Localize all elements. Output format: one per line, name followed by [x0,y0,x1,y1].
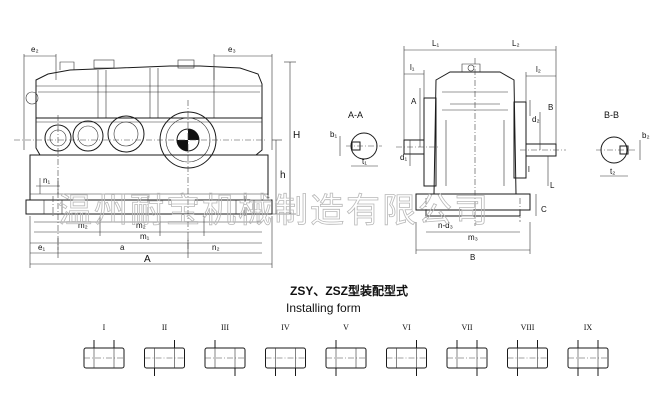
dim-e3: e₃ [228,45,236,54]
installing-form-label: VII [461,323,472,332]
installing-form-3: III [204,323,246,376]
installing-form-label: V [343,323,349,332]
dim-B-bottom: B [470,253,475,262]
dim-B-right: B [548,103,553,112]
dim-m2-left: m₂ [78,221,88,230]
front-view [14,54,273,250]
section-aa-title: A-A [348,110,363,120]
dim-m2-right: m₂ [136,221,146,230]
dim-e1: e₁ [38,243,45,252]
dim-l1: l₁ [410,63,415,72]
section-bb-title: B-B [604,110,619,120]
dim-h: h [280,170,286,181]
dim-A-side: A [411,97,417,106]
installing-form-6: VI [386,323,427,376]
section-aa: A-A b₁ t₁ [330,110,382,167]
side-view [396,58,566,226]
dim-e2: e₂ [31,45,39,54]
installing-form-label: II [162,323,168,332]
dim-a: a [120,243,125,252]
dim-d1: d₁ [400,153,407,162]
installing-form-label: III [221,323,229,332]
dim-n2: n₂ [212,243,220,252]
caption-title: ZSY、ZSZ型装配型式 [290,283,408,298]
dim-H: H [293,130,300,141]
installing-form-8: VIII [507,323,548,376]
installing-form-label: I [103,323,106,332]
installing-form-label: IX [584,323,593,332]
dim-n1: n₁ [43,176,50,185]
dim-A: A [144,254,151,265]
dim-t2: t₂ [610,167,615,176]
dim-m1: m₁ [140,232,150,241]
installing-form-7: VII [446,323,488,376]
dim-C: C [541,205,547,214]
installing-form-1: I [83,323,125,369]
dim-b2: b₂ [642,131,650,140]
dim-b1: b₁ [330,130,337,139]
installing-form-5: V [325,323,367,376]
dim-L: L [550,181,555,190]
section-bb: B-B b₂ t₂ [596,110,650,177]
dim-d2: d₂ [532,115,540,124]
installing-form-label: IV [281,323,290,332]
dim-L1: L₁ [432,39,439,48]
watermark: 温州耐宝机械制造有限公司 [58,192,490,230]
installing-form-4: IV [265,323,306,376]
dim-t1: t₁ [362,157,367,166]
installing-form-9: IX [567,323,609,376]
installing-form-2: II [144,323,185,376]
installing-form-label: VI [402,323,411,332]
installing-form-label: VIII [521,323,535,332]
side-dimensions [403,46,557,254]
front-dimensions [24,55,296,268]
dim-l: l [528,165,530,174]
dim-L2: L₂ [512,39,520,48]
dim-m3: m₃ [468,233,478,242]
dim-l2: l₂ [536,65,541,74]
caption-subtitle: Installing form [286,301,361,315]
dim-n-d3: n-d₃ [438,221,453,230]
